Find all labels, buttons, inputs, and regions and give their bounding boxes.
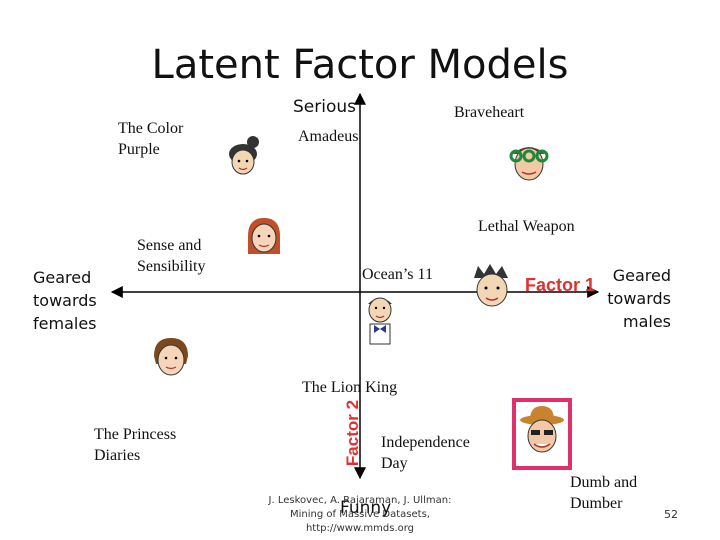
movie-braveheart: Braveheart (454, 104, 525, 121)
axis-label-serious: Serious (293, 97, 356, 117)
female-brown-hair-icon (154, 338, 188, 376)
male-spiky-hair-icon (474, 264, 508, 307)
male-bowtie-icon (368, 297, 392, 345)
citation: J. Leskovec, A. Rajaraman, J. Ullman:Min… (268, 495, 452, 534)
movie-oceans-11: Ocean’s 11 (362, 266, 433, 283)
movie-lion-king: The Lion King (302, 379, 398, 396)
axis-label-funny: Funny (340, 498, 392, 518)
female-long-hair-icon (248, 218, 280, 254)
movie-amadeus: Amadeus (298, 128, 359, 145)
female-user-icon (229, 136, 259, 175)
slide-title: Latent Factor Models (151, 42, 569, 88)
highlighted-user-box (512, 398, 572, 470)
factor-1-label: Factor 1 (525, 275, 596, 295)
male-glasses-icon (509, 147, 549, 181)
movie-lethal-weapon: Lethal Weapon (478, 218, 575, 235)
cowboy-hat-icon (520, 406, 564, 453)
page-number: 52 (664, 508, 678, 521)
factor-2-label: Factor 2 (343, 399, 362, 467)
